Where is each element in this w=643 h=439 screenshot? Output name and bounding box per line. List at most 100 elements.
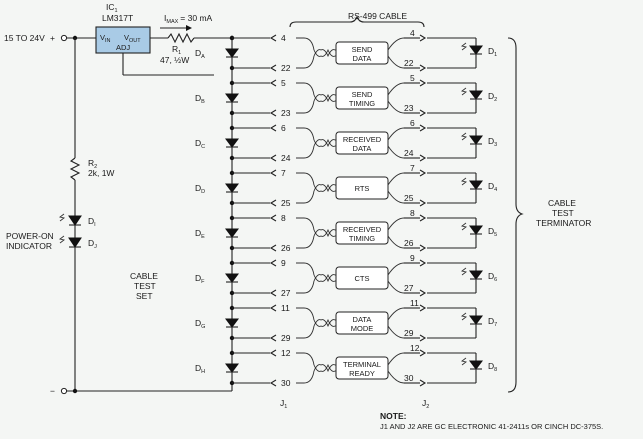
channel-diode-left-ref: DE <box>195 228 205 240</box>
j2-pin-chevron <box>419 289 427 297</box>
terminator-led <box>469 180 483 190</box>
terminator-led <box>469 225 483 235</box>
channel-diode-left <box>225 183 239 193</box>
j1-pin-chevron <box>269 304 277 312</box>
j2-pin-number: 6 <box>410 118 415 128</box>
j1-pin-chevron <box>269 199 277 207</box>
r1-value: 47, ½W <box>160 55 189 65</box>
terminator-led-emission-arrows <box>460 222 468 231</box>
j1-pin-number: 24 <box>281 153 291 163</box>
terminator-led-ref: D8 <box>488 361 497 373</box>
signal-name-line1: SEND <box>352 45 373 54</box>
j1-pin-chevron <box>269 79 277 87</box>
channel-group: DA422SENDDATA422D1DB523SENDTIMING523D2DC… <box>195 28 497 388</box>
twisted-pair <box>313 319 336 328</box>
j2-pin-number: 23 <box>404 103 414 113</box>
cable-conductor <box>296 100 315 114</box>
r2-ref: R2 <box>88 158 97 170</box>
cable-conductor <box>296 262 315 276</box>
j2-pin-chevron <box>419 214 427 222</box>
signal-label-box <box>335 41 389 65</box>
signal-name-line1: SEND <box>352 90 373 99</box>
channel-diode-left-ref: DC <box>195 138 205 150</box>
j1-pin-chevron <box>269 124 277 132</box>
cable-conductor <box>387 262 405 276</box>
signal-name-line2: TIMING <box>349 234 375 243</box>
supply-plus-sign: + <box>50 33 55 43</box>
power-led-1-ref: DI <box>88 216 96 228</box>
j2-pin-chevron <box>419 304 427 312</box>
terminator-led <box>469 90 483 100</box>
signal-name-line2: DATA <box>353 54 372 63</box>
terminator-led-ref: D5 <box>488 226 497 238</box>
j2-pin-chevron <box>419 334 427 342</box>
cable-conductor <box>387 127 405 141</box>
cable-conductor <box>387 190 405 204</box>
j1-pin-chevron <box>269 289 277 297</box>
signal-label-box <box>335 311 389 335</box>
cable-conductor <box>387 307 405 321</box>
j1-pin-chevron <box>269 349 277 357</box>
twisted-pair <box>313 184 336 193</box>
signal-name-line1: RECEIVED <box>343 225 382 234</box>
signal-name-line1: DATA <box>353 315 372 324</box>
j2-pin-number: 11 <box>410 298 419 308</box>
power-indicator-label-line1: POWER-ON <box>6 231 54 241</box>
twisted-pair <box>313 229 336 238</box>
j1-pin-number: 23 <box>281 108 291 118</box>
cable-conductor <box>387 100 405 114</box>
j1-pin-number: 5 <box>281 78 286 88</box>
cable-conductor <box>387 145 405 159</box>
cable-conductor <box>296 217 315 231</box>
j1-pin-number: 9 <box>281 258 286 268</box>
twisted-pair <box>313 364 336 373</box>
j1-pin-number: 11 <box>281 303 290 313</box>
twisted-pair <box>313 49 336 58</box>
signal-name-line1: CTS <box>355 274 370 283</box>
terminator-label-line1: CABLE <box>548 198 576 208</box>
test-set-label-line3: SET <box>136 291 153 301</box>
j1-pin-chevron <box>269 64 277 72</box>
cable-conductor <box>387 352 405 366</box>
cable-conductor <box>296 280 315 294</box>
j2-pin-number: 25 <box>404 193 414 203</box>
cable-conductor <box>296 172 315 186</box>
power-led-1 <box>58 213 82 226</box>
channel-diode-left <box>225 363 239 373</box>
cable-conductor <box>296 325 315 339</box>
j1-pin-chevron <box>269 109 277 117</box>
channel-diode-left <box>225 273 239 283</box>
terminator-led <box>469 270 483 280</box>
j2-pin-chevron <box>419 259 427 267</box>
j2-pin-chevron <box>419 154 427 162</box>
j2-pin-number: 4 <box>410 28 415 38</box>
j1-pin-number: 12 <box>281 348 291 358</box>
j2-pin-number: 27 <box>404 283 414 293</box>
j1-pin-chevron <box>269 169 277 177</box>
j2-pin-chevron <box>419 34 427 42</box>
power-led-2-ref: DJ <box>88 238 97 250</box>
cable-conductor <box>387 325 405 339</box>
twisted-pair <box>313 274 336 283</box>
terminator-led-ref: D1 <box>488 46 497 58</box>
terminator-led-ref: D3 <box>488 136 497 148</box>
channel-diode-left <box>225 228 239 238</box>
terminator-led-emission-arrows <box>460 177 468 186</box>
terminator-led <box>469 360 483 370</box>
signal-label-box <box>335 176 389 200</box>
j1-pin-number: 7 <box>281 168 286 178</box>
supply-positive-terminal <box>60 34 68 42</box>
j1-pin-chevron <box>269 244 277 252</box>
supply-minus-sign: − <box>50 386 55 396</box>
r1-resistor <box>167 32 195 44</box>
note-text: J1 AND J2 ARE GC ELECTRONIC 41-2411s OR … <box>380 422 603 431</box>
j2-pin-number: 5 <box>410 73 415 83</box>
cable-conductor <box>387 280 405 294</box>
j2-pin-number: 8 <box>410 208 415 218</box>
regulator-vin-label: VIN <box>100 33 111 44</box>
signal-name-line1: TERMINAL <box>343 360 381 369</box>
